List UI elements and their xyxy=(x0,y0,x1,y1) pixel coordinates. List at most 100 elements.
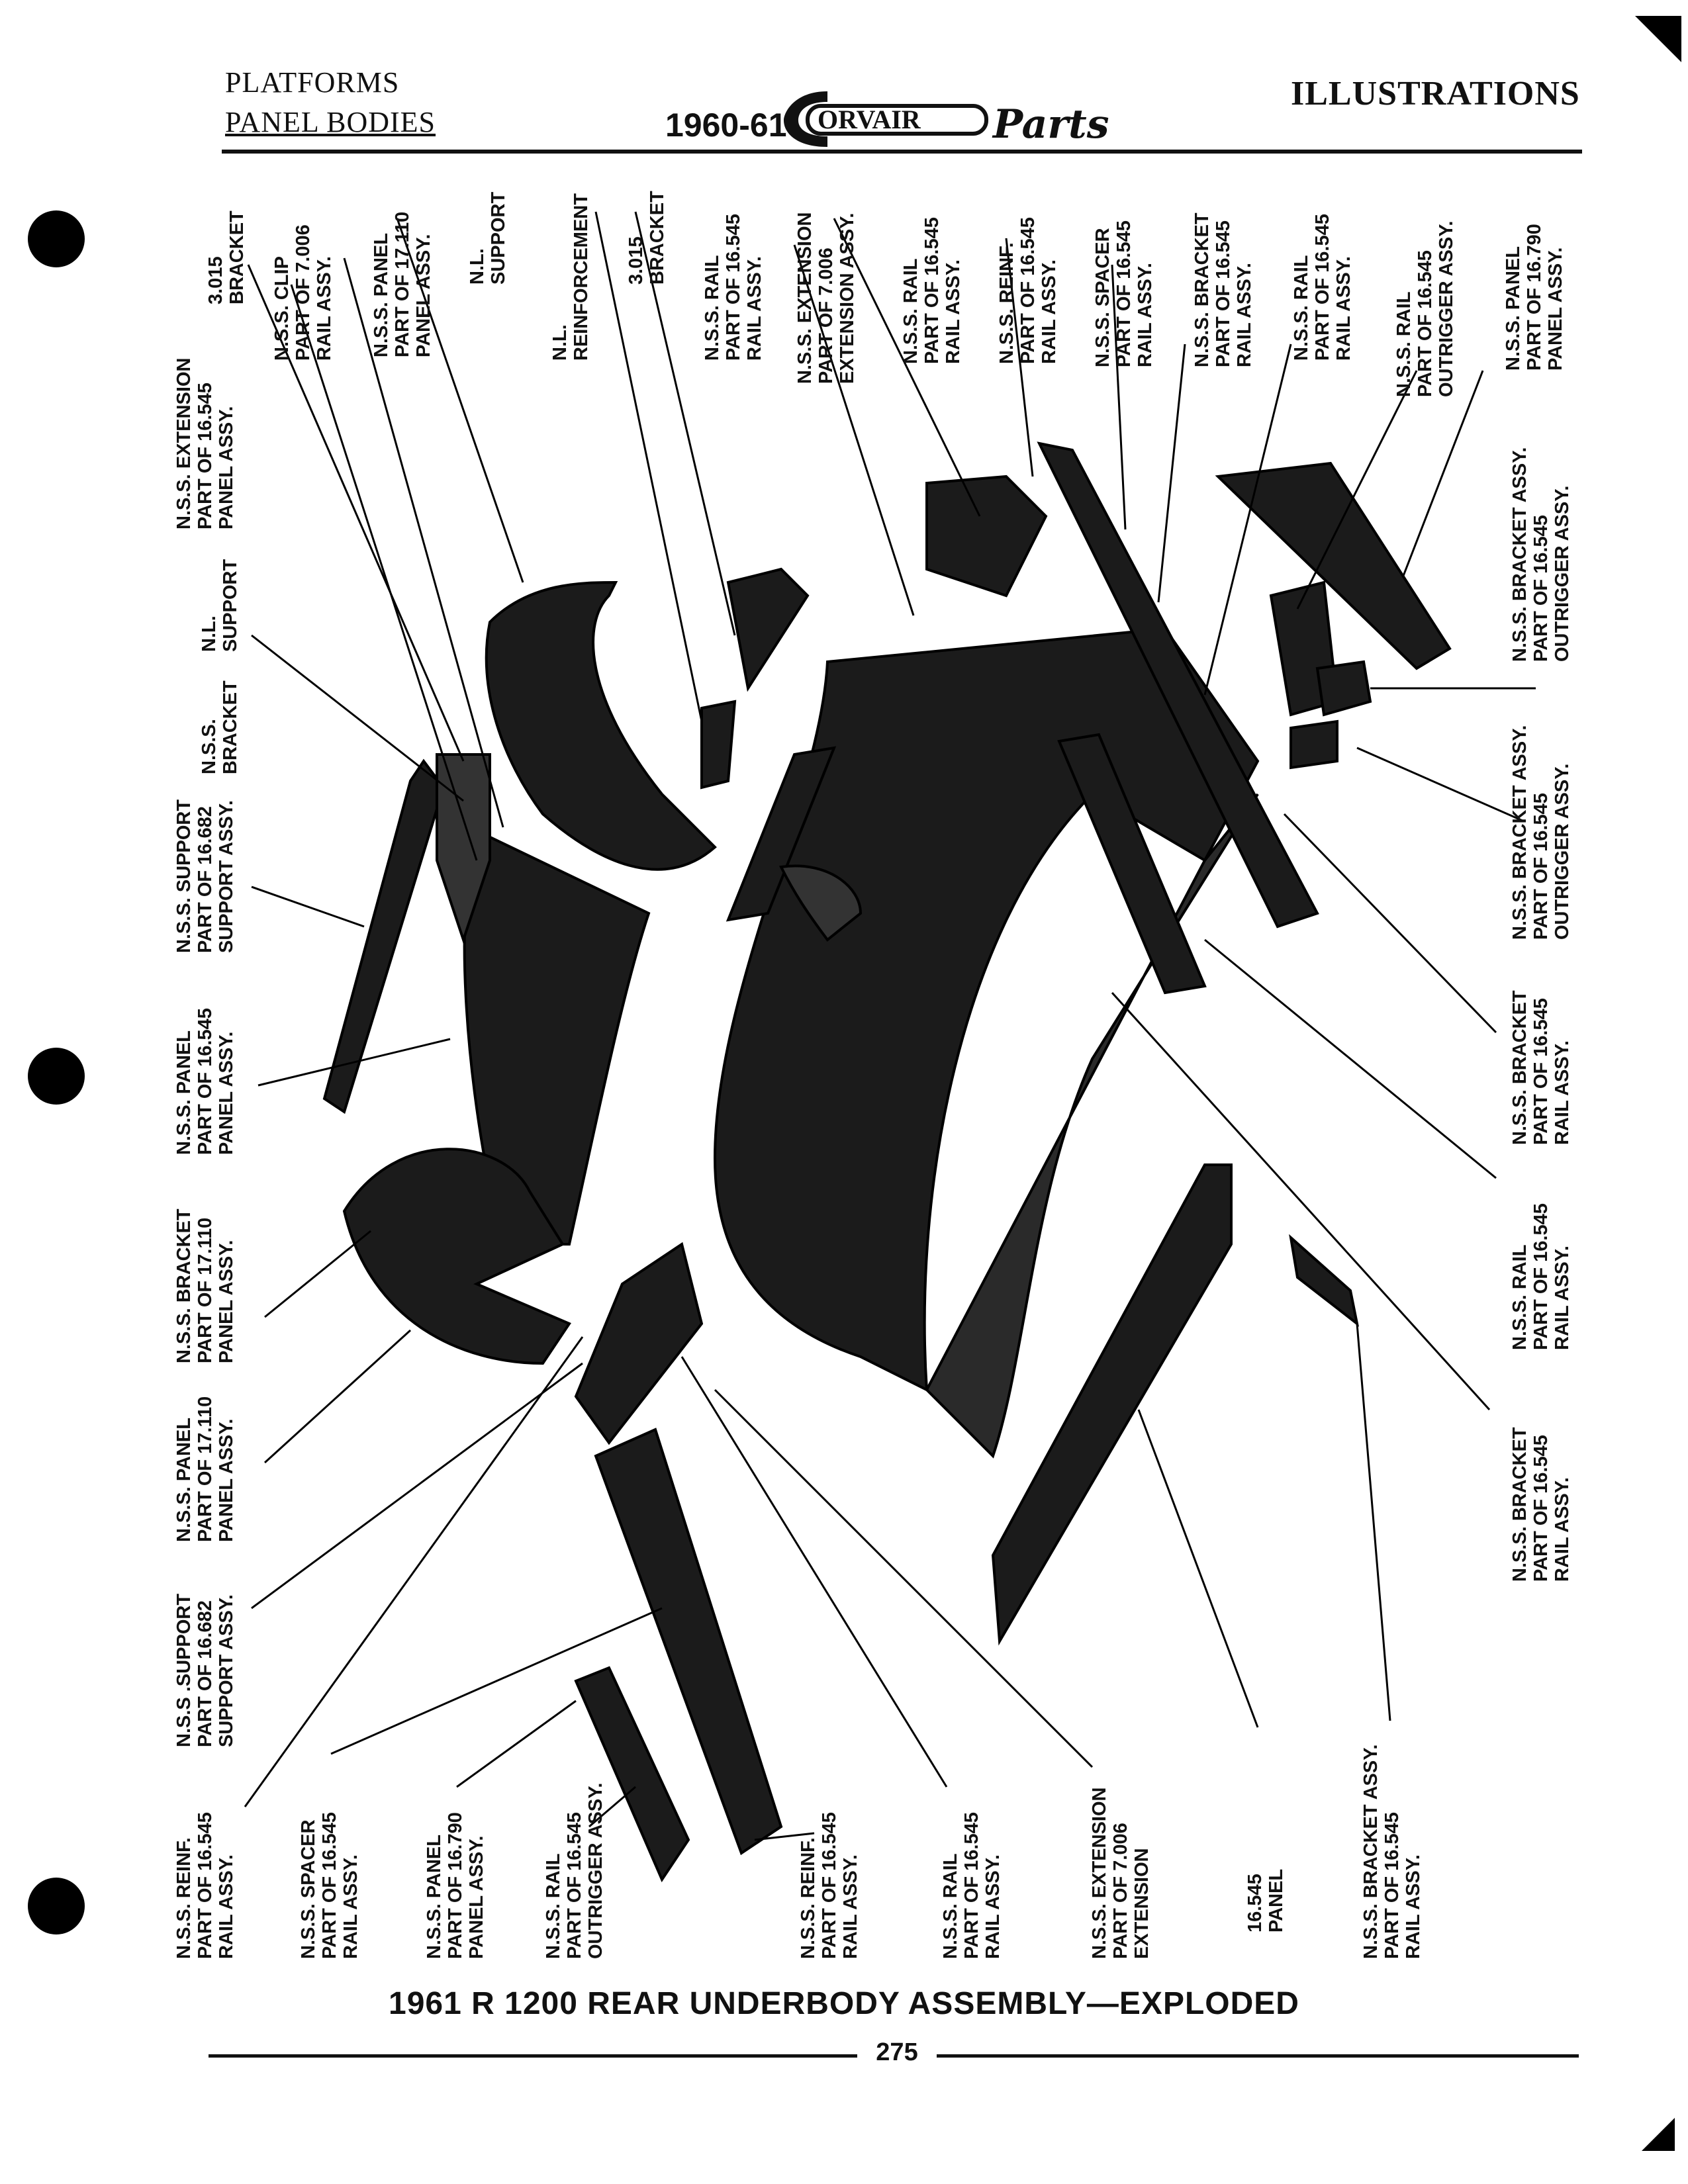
leader-rail xyxy=(793,244,915,616)
leader-panel-16790 xyxy=(1402,370,1484,576)
label-line: N.S.S. PANEL xyxy=(1503,246,1524,371)
label-line: N.S.S. REINF. xyxy=(996,242,1017,364)
label-line: N.S.S. BRACKET xyxy=(1509,1427,1530,1582)
section-heading: PLATFORMS PANEL BODIES xyxy=(225,63,436,142)
label-line: SUPPORT xyxy=(488,191,509,285)
label-line: N.L. xyxy=(549,324,571,361)
footer-rule-right xyxy=(937,2054,1579,2058)
wheelhouse-lower xyxy=(342,1148,571,1365)
label-line: N.S.S. BRACKET ASSY. xyxy=(1360,1744,1382,1959)
label-line: PART OF 16.545 xyxy=(1113,220,1135,367)
leader-outrigger-bracket-2 xyxy=(1356,747,1523,822)
leader-support xyxy=(290,284,478,861)
label-line: N.S.S. RAIL xyxy=(1291,255,1312,361)
label-line: N.S.S. REINF. xyxy=(798,1837,819,1959)
section-line-2: PANEL BODIES xyxy=(225,106,436,138)
label-line: RAIL ASSY. xyxy=(982,1854,1004,1959)
label-line: PART OF 16.790 xyxy=(1524,224,1545,371)
leader-rail-bracket xyxy=(1283,813,1497,1034)
label-line: N.S.S. REINF. xyxy=(173,1837,195,1959)
label-line: OUTRIGGER ASSY. xyxy=(585,1782,606,1959)
binder-hole-bottom xyxy=(28,1878,85,1934)
bracket-assy-2 xyxy=(1289,719,1338,770)
label-line: PART OF 17.110 xyxy=(195,1396,216,1542)
label-line: PART OF 17.110 xyxy=(392,211,413,357)
label-line: RAIL ASSY. xyxy=(744,256,765,361)
label-line: EXTENSION xyxy=(1131,1848,1152,1959)
label-line: PART OF 16.545 xyxy=(564,1812,585,1959)
label-line: 3.015 xyxy=(626,236,647,285)
label-line: PART OF 7.006 xyxy=(293,224,314,361)
footer-rule-left xyxy=(209,2054,857,2058)
leader-panel-16545 xyxy=(258,1038,451,1087)
leader-reinforcement xyxy=(634,211,736,636)
label-line: PART OF 16.545 xyxy=(1415,250,1436,397)
label-line: PART OF 16.545 xyxy=(1530,515,1552,662)
label-line: RAIL ASSY. xyxy=(943,259,964,364)
label-line: RAIL ASSY. xyxy=(1552,1477,1573,1582)
label-line: PART OF 16.790 xyxy=(445,1812,466,1959)
label-nl-support-top: N.L.SUPPORT xyxy=(467,192,509,285)
leader-rail-bracket-lower xyxy=(1111,991,1491,1411)
reinforcement xyxy=(726,567,810,692)
label-line: N.S.S. BRACKET ASSY. xyxy=(1509,725,1530,940)
label-line: N.S.S. PANEL xyxy=(424,1835,445,1959)
leader-support-lower xyxy=(251,1362,583,1610)
label-line: PART OF 16.545 xyxy=(195,383,216,529)
label-line: RAIL ASSY. xyxy=(1039,259,1060,364)
logo-badge xyxy=(806,104,988,136)
label-line: N.S.S. PANEL xyxy=(173,1418,195,1542)
leader-nl-support xyxy=(594,211,703,722)
outrigger-lower xyxy=(574,1666,690,1883)
label-line: N.S.S. SPACER xyxy=(298,1819,319,1959)
label-line: 3.015 xyxy=(205,256,226,304)
label-line: RAIL ASSY. xyxy=(340,1854,361,1959)
label-line: PART OF 17.110 xyxy=(195,1217,216,1363)
label-line: N.S.S. RAIL xyxy=(702,255,723,361)
leader-panel-17110 xyxy=(343,257,504,828)
leader-rail-lower xyxy=(680,1356,948,1788)
leader-bracket-assy xyxy=(1356,1323,1391,1721)
label-line: BRACKET xyxy=(220,680,241,774)
label-line: N.S.S. CLIP xyxy=(271,256,293,361)
label-line: PART OF 16.545 xyxy=(319,1812,340,1959)
wheelhouse-upper xyxy=(485,580,717,871)
leader-outrigger xyxy=(1296,370,1418,610)
label-line: N.S.S. EXTENSION xyxy=(173,357,195,529)
label-line: PART OF 16.545 xyxy=(195,1008,216,1155)
label-line: PART OF 16.545 xyxy=(961,1812,982,1959)
label-line: N.S.S. PANEL xyxy=(173,1030,195,1155)
label-line: N.S.S. EXTENSION xyxy=(794,212,816,384)
figure-caption: 1961 R 1200 REAR UNDERBODY ASSEMBLY—EXPL… xyxy=(389,1986,1299,2021)
label-line: N.S.S. BRACKET xyxy=(1509,990,1530,1145)
label-line: SUPPORT ASSY. xyxy=(216,1594,237,1747)
label-line: N.S.S. RAIL xyxy=(1509,1244,1530,1350)
label-line: RAIL ASSY. xyxy=(216,1854,237,1959)
label-line: N.S.S. SUPPORT xyxy=(173,799,195,953)
label-line: PART OF 7.006 xyxy=(816,248,837,384)
rail-long-right xyxy=(1037,441,1319,929)
leader-support-16682 xyxy=(251,886,365,928)
label-line: N.S.S. PANEL xyxy=(371,233,392,357)
corner-mark-top-right xyxy=(1635,16,1681,62)
